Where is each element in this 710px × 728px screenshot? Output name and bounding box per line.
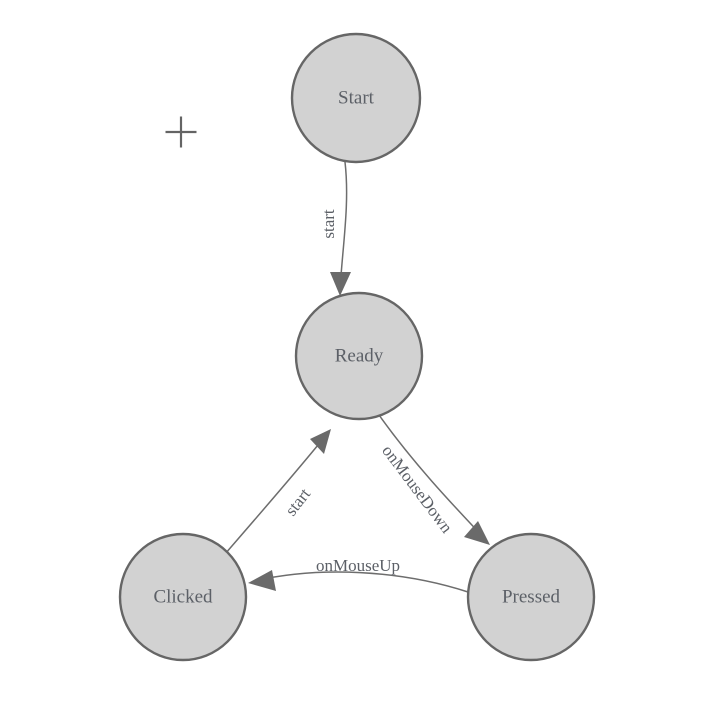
edge-label: start [319,209,338,239]
markers-layer [165,116,197,148]
arrowhead-icon [310,429,331,454]
plus-icon[interactable] [165,116,197,148]
node-circle [118,532,248,662]
node-circle [290,32,422,164]
state-node-start[interactable]: Start [290,32,422,164]
edge-ready-to-pressed[interactable]: onMouseDown [378,414,490,545]
node-label: Start [338,87,375,108]
node-label: Pressed [502,586,561,607]
state-node-clicked[interactable]: Clicked [118,532,248,662]
edge-label: start [281,484,314,519]
node-circle [294,291,424,421]
edge-line [253,571,469,593]
arrowhead-icon [464,521,490,545]
edge-line [224,433,328,555]
edge-start-to-ready[interactable]: start [319,161,351,296]
edge-clicked-to-ready[interactable]: start [224,429,331,555]
edge-pressed-to-clicked[interactable]: onMouseUp [248,556,469,593]
node-circle [466,532,596,662]
arrowhead-icon [330,272,351,296]
node-label: Ready [335,345,384,366]
node-label: Clicked [153,586,213,607]
edge-line [339,161,348,292]
arrowhead-icon [248,570,276,591]
edge-label: onMouseUp [316,556,400,575]
edge-label: onMouseDown [378,441,457,537]
state-node-ready[interactable]: Ready [294,291,424,421]
state-node-pressed[interactable]: Pressed [466,532,596,662]
